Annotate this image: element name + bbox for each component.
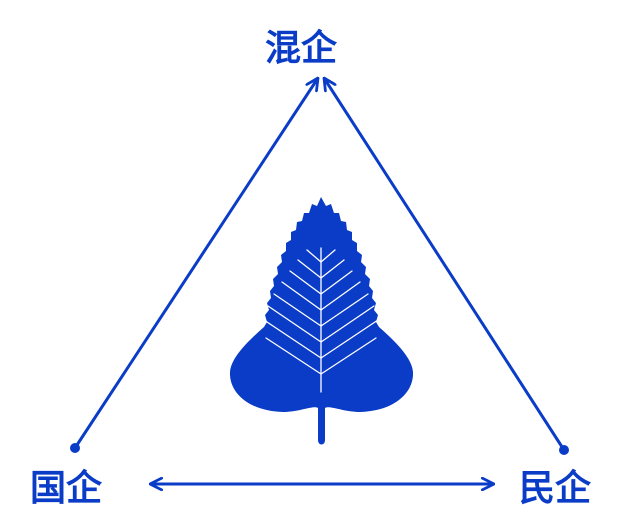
node-state-enterprise: 国企 — [30, 467, 103, 509]
leaf-stem — [318, 404, 325, 445]
leaf-icon — [229, 197, 414, 445]
edge-private-to-mixed — [324, 78, 569, 455]
leaf-veins — [263, 247, 379, 393]
arrow-left-to-top — [73, 78, 318, 449]
node-mixed-enterprise: 混企 — [265, 27, 338, 69]
edge-state-to-mixed — [70, 78, 318, 453]
arrow-right-to-top — [324, 78, 566, 451]
node-private-enterprise: 民企 — [519, 467, 592, 509]
